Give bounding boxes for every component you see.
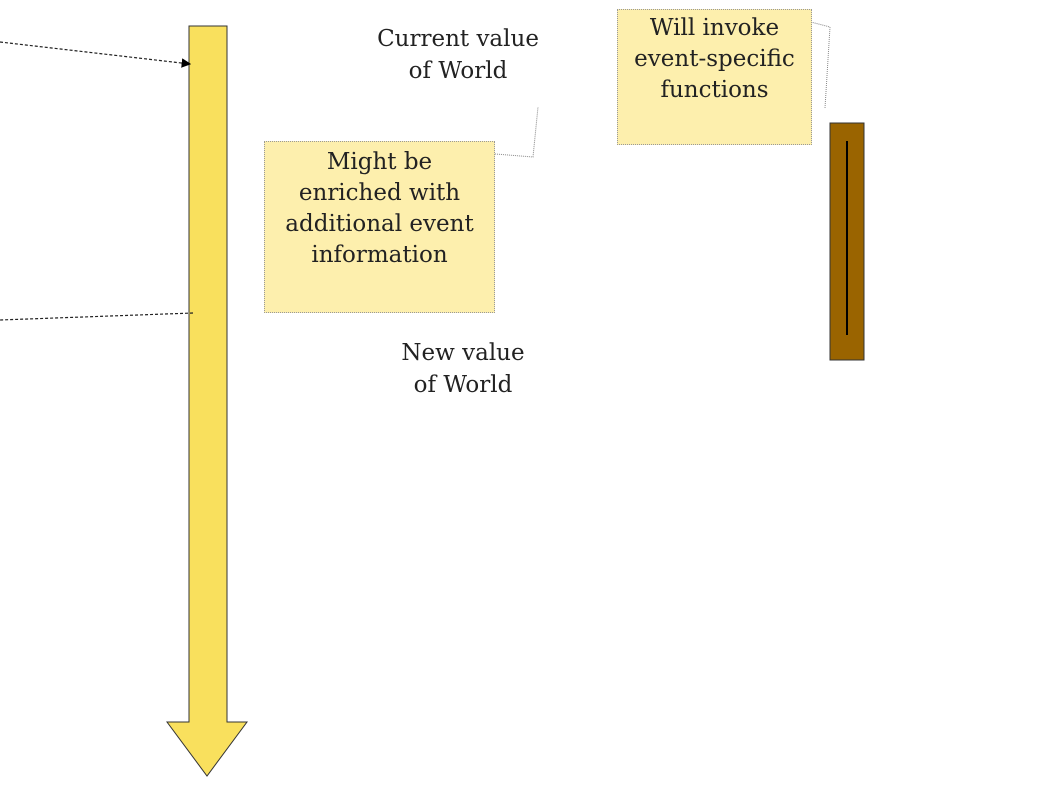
note-enriched-leader xyxy=(482,106,539,158)
timeline-arrow xyxy=(166,25,248,777)
note-invoke-bg xyxy=(617,9,812,145)
note-enriched-bg xyxy=(264,141,495,313)
current-value-label: Current value of World xyxy=(377,26,539,84)
outgoing-dashed-line xyxy=(0,312,194,321)
new-value-label: New value of World xyxy=(401,340,525,398)
incoming-dashed-arrow xyxy=(0,41,192,68)
note-enriched: Might be enriched with additional event … xyxy=(264,141,495,313)
note-invoke: Will invoke event-specific functions xyxy=(617,9,812,145)
